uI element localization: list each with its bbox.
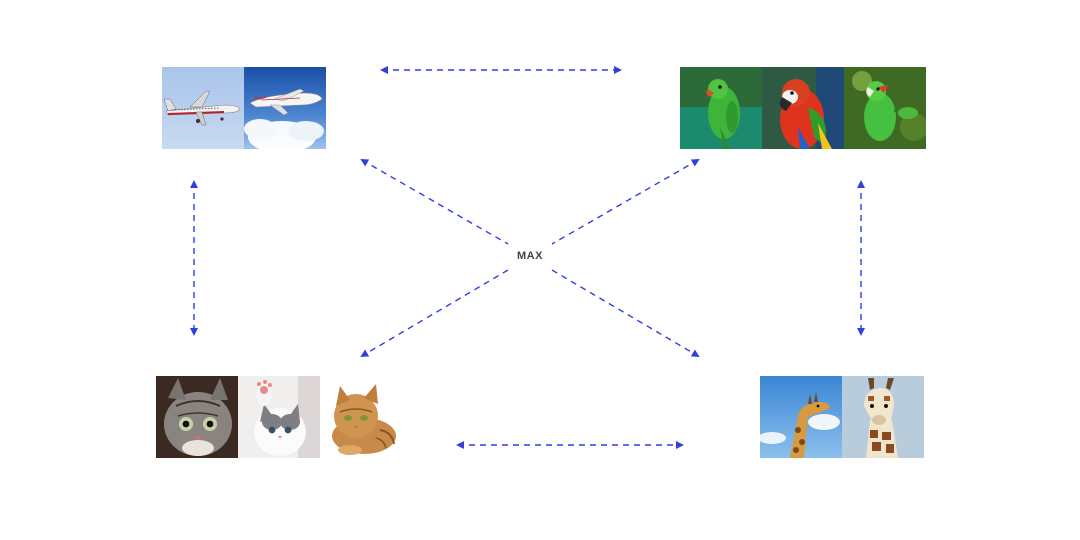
arrow-parrots-cats-a [551,159,700,245]
giraffe-image [842,376,924,458]
parrot-image [844,67,926,149]
airplanes-image-group [162,67,326,149]
cat-image [238,376,320,458]
cat-image [320,376,402,458]
giraffes-image-group [760,376,924,458]
center-label: MAX [517,250,543,262]
giraffe-image [760,376,842,458]
cats-image-group [156,376,402,458]
parrots-image-group [680,67,926,149]
airplane-image [162,67,244,149]
cat-image [156,376,238,458]
arrow-airplanes-giraffes-b [551,269,700,358]
airplane-image [244,67,326,149]
parrot-image [680,67,762,149]
parrot-image [762,67,844,149]
arrow-airplanes-giraffes-a [360,159,509,245]
arrow-parrots-cats-b [360,269,509,358]
